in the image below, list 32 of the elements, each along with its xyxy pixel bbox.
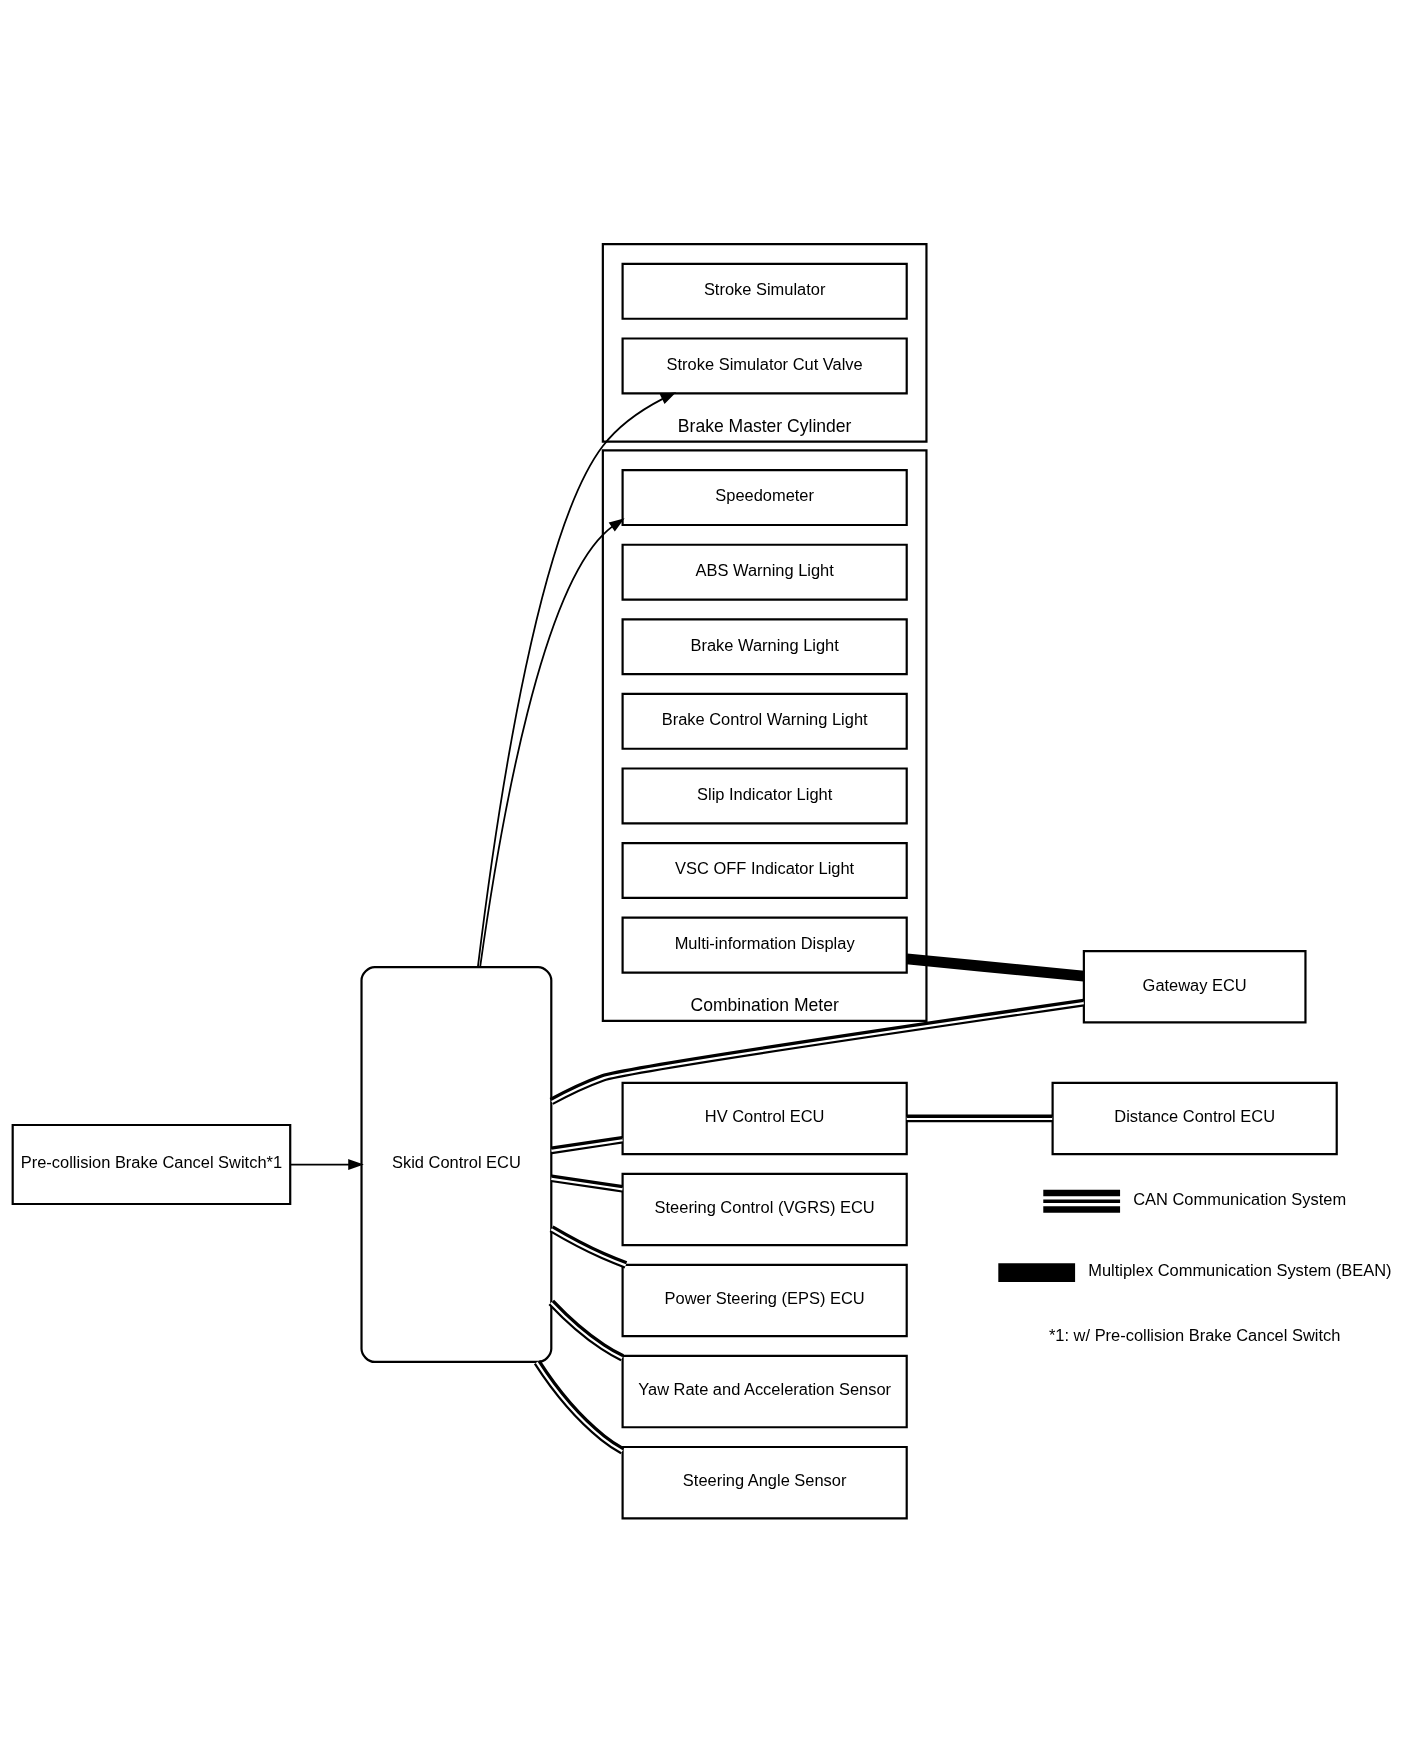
connector <box>549 998 1085 1105</box>
connector <box>533 1360 625 1455</box>
node-box: Stroke Simulator Cut Valve <box>621 337 908 395</box>
node-box: Steering Control (VGRS) ECU <box>621 1172 908 1247</box>
node-box: Brake Control Warning Light <box>621 692 908 750</box>
connector <box>906 1114 1053 1123</box>
connector <box>550 1174 624 1193</box>
node-box: Yaw Rate and Acceleration Sensor <box>621 1354 908 1429</box>
legend-label: CAN Communication System <box>1133 1190 1347 1209</box>
connector <box>906 953 1085 982</box>
arrow <box>477 392 677 968</box>
node-box: VSC OFF Indicator Light <box>621 842 908 900</box>
node-box: Brake Warning Light <box>621 618 908 676</box>
label: *1: w/ Pre-collision Brake Cancel Switch <box>1048 1325 1341 1344</box>
node-box: Stroke Simulator <box>621 262 908 320</box>
node-box: HV Control ECU <box>621 1081 908 1156</box>
node-box: Speedometer <box>621 469 908 527</box>
arrow <box>289 1159 364 1170</box>
arrow <box>479 518 625 968</box>
node-box: Gateway ECU <box>1082 950 1307 1024</box>
node-box: Skid Control ECU <box>360 965 553 1364</box>
node-box: Pre-collision Brake Cancel Switch*1 <box>11 1123 292 1206</box>
node-box: Power Steering (EPS) ECU <box>621 1263 908 1338</box>
connector <box>550 1135 624 1155</box>
node-box: Distance Control ECU <box>1051 1081 1338 1156</box>
node-box: Multi-information Display <box>621 916 908 974</box>
connector <box>549 1225 628 1269</box>
node-box: ABS Warning Light <box>621 543 908 601</box>
legend-label: Multiplex Communication System (BEAN) <box>1088 1261 1392 1280</box>
node-box: Steering Angle Sensor <box>621 1445 908 1520</box>
connector <box>548 1299 625 1362</box>
node-box: Slip Indicator Light <box>621 767 908 825</box>
